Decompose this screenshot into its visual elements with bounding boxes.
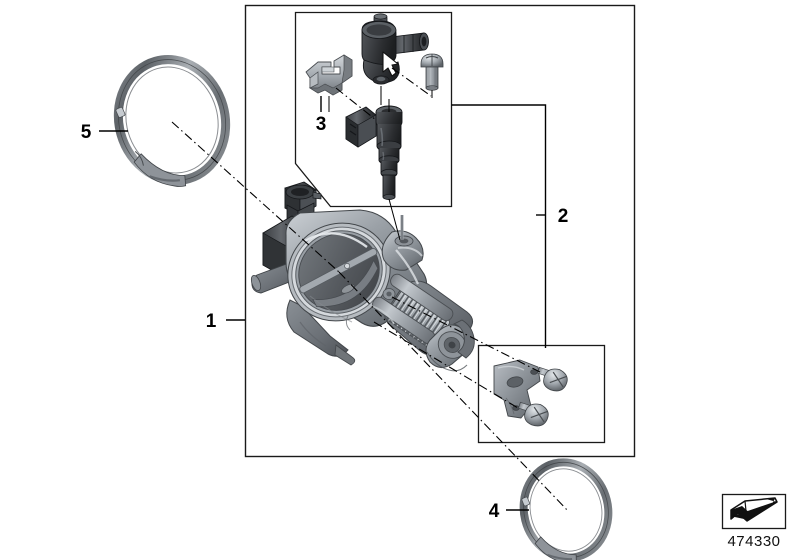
centre-line-connector-screw — [391, 67, 432, 97]
bent-arrow-icon — [730, 497, 778, 522]
centre-line-rod-upper — [391, 296, 541, 373]
callout-2-leader-top — [451, 104, 547, 348]
centre-line-clamp4 — [338, 271, 570, 513]
callout-5-label: 5 — [81, 122, 92, 143]
callout-4-label: 4 — [489, 501, 500, 522]
callout-4: 4 — [489, 501, 529, 522]
hose-clamp-upper — [113, 55, 231, 187]
bracket-subframe — [477, 344, 606, 444]
throttle-body-skirt — [286, 299, 349, 357]
callout-2: 2 — [558, 206, 569, 227]
watermark-block: 474330 — [721, 493, 787, 550]
centre-line-rod-lower — [373, 321, 519, 409]
bracket-screw-2 — [518, 401, 549, 427]
connector-drop-line — [380, 86, 390, 112]
main-diagram-frame — [244, 4, 636, 458]
throttle-body-assembly — [250, 181, 475, 372]
callout-2-bracket — [451, 104, 547, 348]
diagram-part-number: 474330 — [727, 533, 780, 550]
fuel-rail-hose-connector — [361, 13, 429, 85]
centre-lines — [171, 67, 570, 513]
centre-line-clip — [335, 87, 377, 121]
centre-line-clamp5 — [171, 121, 340, 273]
injector-insert-line — [388, 198, 401, 241]
outer-frame-group — [244, 4, 636, 458]
mounting-bracket-assembly — [493, 359, 568, 427]
bracket-subframe-group — [477, 344, 606, 444]
callout-2-label: 2 — [558, 206, 569, 227]
callout-1: 1 — [206, 311, 245, 332]
bracket-screw-1 — [537, 366, 568, 392]
callout-3-label: 3 — [316, 114, 327, 135]
assembly-lines — [328, 86, 433, 241]
retaining-clip — [305, 54, 353, 96]
pan-head-screw — [420, 53, 444, 91]
callout-5: 5 — [81, 122, 128, 143]
hose-clamp-lower — [519, 458, 613, 560]
actuator-end-cap — [425, 319, 475, 372]
callout-1-label: 1 — [206, 311, 217, 332]
callout-3: 3 — [316, 96, 327, 135]
fuel-injector — [345, 105, 403, 200]
